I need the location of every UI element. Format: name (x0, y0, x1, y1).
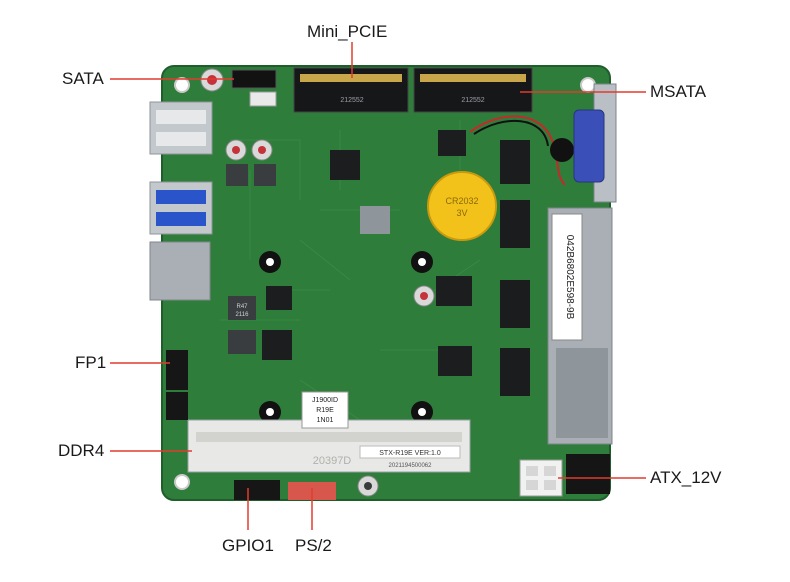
ddr-code: 20397D (313, 455, 352, 467)
lan-port-right: 042B6802E598-9B (547, 207, 613, 445)
gpio1-header (234, 480, 280, 500)
label-atx-12v: ATX_12V (650, 468, 722, 487)
cmos-battery: CR2032 3V (427, 115, 566, 241)
fp1-header (166, 350, 188, 420)
standoffs (259, 251, 433, 423)
id-line-1: J1900ID (312, 397, 338, 404)
lan-port-left (149, 241, 211, 301)
version-text: STX-R19E VER:1.0 (379, 450, 441, 457)
date-code: 2021194500062 (389, 463, 433, 469)
inductor-code-1: R47 (236, 304, 248, 310)
label-ps2: PS/2 (295, 536, 332, 555)
chips (262, 130, 472, 376)
label-ddr4: DDR4 (58, 441, 105, 460)
inductor-code-2: 2116 (236, 312, 250, 318)
slot-code-2: 212552 (461, 97, 484, 104)
leader-lines (110, 42, 646, 530)
id-line-2: R19E (316, 407, 334, 414)
dc-jack (566, 454, 610, 494)
label-gpio1: GPIO1 (222, 536, 274, 555)
slot-code-1: 212552 (340, 97, 363, 104)
mini-pcie-slot-2: 212552 (413, 67, 533, 113)
vga-port (573, 83, 617, 203)
label-fp1: FP1 (75, 353, 107, 372)
id-sticker: J1900ID R19E 1N01 (301, 391, 349, 429)
small-white-connector (249, 91, 277, 107)
battery-text-2: 3V (456, 208, 467, 218)
sata-connector (231, 69, 277, 89)
id-line-3: 1N01 (317, 417, 334, 424)
serial-sticker: 042B6802E598-9B (564, 235, 575, 320)
inductors: R47 2116 (226, 164, 276, 354)
capacitors (200, 68, 435, 497)
ddr4-slot: 20397D STX-R19E VER:1.0 2021194500062 (187, 419, 471, 473)
usb3-port (149, 181, 213, 235)
battery-text-1: CR2032 (445, 196, 478, 206)
atx-power-connector (519, 459, 563, 497)
label-sata: SATA (62, 69, 104, 88)
mini-pcie-slot-1: 212552 (293, 67, 409, 113)
buzzer (550, 138, 574, 162)
label-mini-pcie: Mini_PCIE (307, 22, 388, 41)
lan-transformers (500, 140, 530, 396)
usb2-port (149, 101, 213, 155)
label-msata: MSATA (650, 82, 707, 101)
